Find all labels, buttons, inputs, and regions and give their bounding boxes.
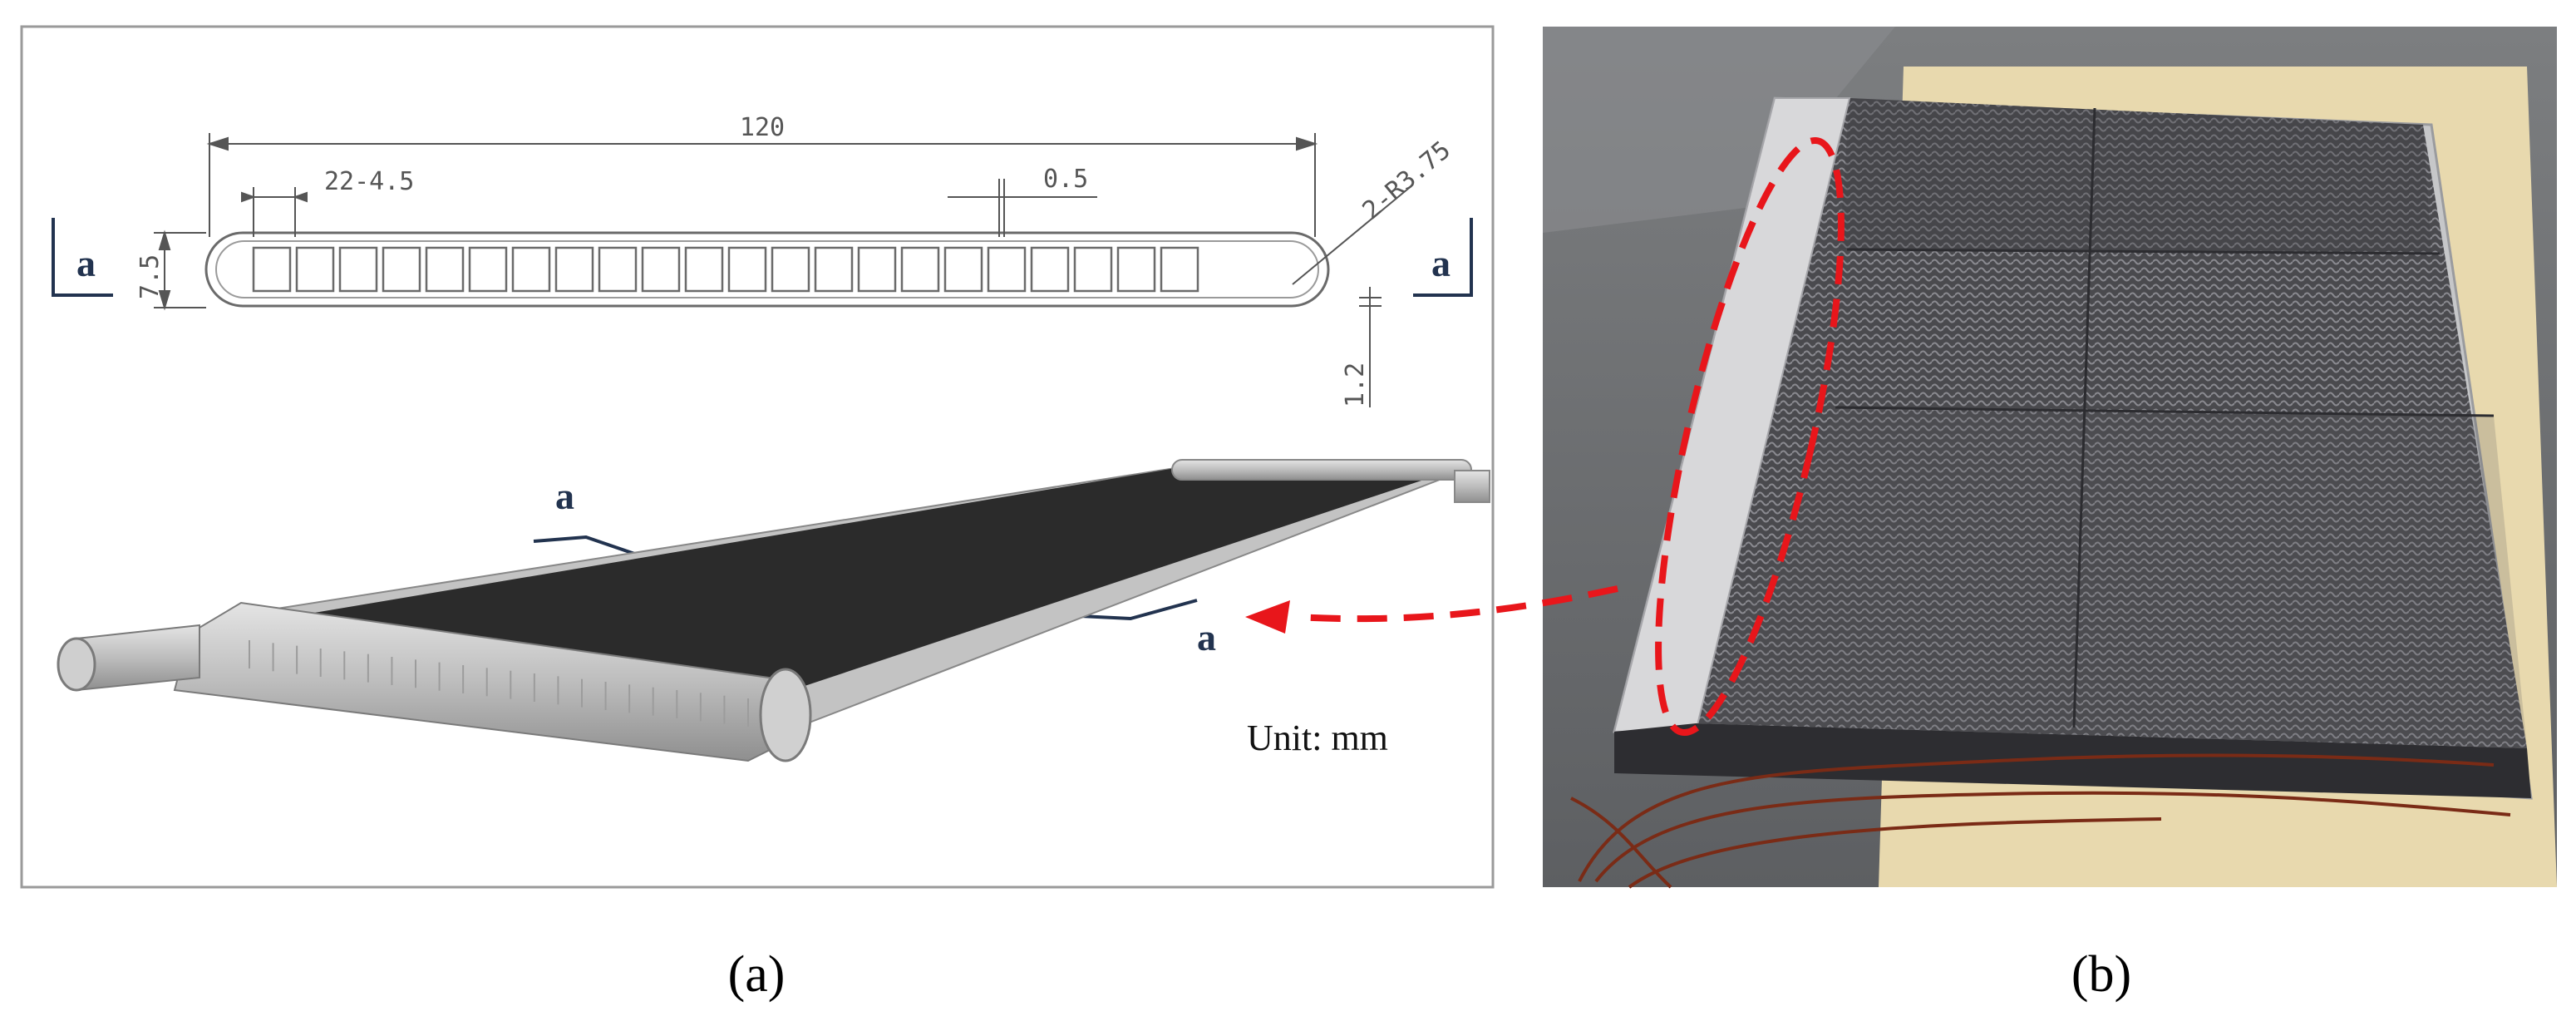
- inlet-pipe-end: [57, 637, 96, 692]
- micro-channel: [598, 246, 638, 293]
- mesh-shade-top: [1840, 98, 2431, 254]
- panel-b-photo: [1543, 27, 2557, 889]
- flat-tube-outline: [204, 231, 1330, 308]
- section-label-left: a: [76, 242, 96, 284]
- micro-channel: [511, 246, 551, 293]
- section-label-right: a: [1431, 242, 1451, 284]
- micro-channel: [943, 246, 983, 293]
- caption-a: (a): [728, 946, 786, 1003]
- micro-channel: [641, 246, 681, 293]
- dim-wall: 0.5: [1043, 165, 1088, 194]
- flat-tube-inner-outline: [215, 240, 1319, 298]
- micro-channel: [252, 246, 292, 293]
- top-header-tube: [1171, 459, 1472, 481]
- dim-channels: 22-4.5: [324, 167, 414, 196]
- panel-front-edge: [1614, 723, 2531, 798]
- dim-thickness: 1.2: [1341, 363, 1370, 407]
- caption-b: (b): [2071, 946, 2131, 1003]
- micro-channels: [252, 246, 1199, 293]
- callout-arrow: [1245, 585, 1618, 634]
- micro-channel: [987, 246, 1027, 293]
- dim-total-width: 120: [740, 113, 785, 142]
- micro-channel: [425, 246, 465, 293]
- section-label-top: a: [555, 475, 574, 517]
- bottom-header-end: [759, 668, 812, 762]
- micro-channel: [338, 246, 378, 293]
- top-outlet-pipe: [1454, 470, 1490, 503]
- micro-channel: [727, 246, 767, 293]
- section-label-bottom: a: [1197, 616, 1216, 659]
- micro-channel: [900, 246, 940, 293]
- isometric-view: [57, 459, 1490, 762]
- mesh-surface: [1696, 98, 2527, 748]
- panel-a: 120 22-4.5 0.5 2-R3.75 7.5 1.2 a a a a: [20, 25, 1495, 889]
- floor-shine: [1543, 27, 1895, 233]
- micro-channel: [857, 246, 897, 293]
- micro-channel: [1030, 246, 1070, 293]
- iso-micro-channels: [249, 640, 749, 727]
- micro-channel: [684, 246, 724, 293]
- micro-channel: [814, 246, 854, 293]
- micro-channel: [771, 246, 810, 293]
- collector-seam-2: [1846, 248, 2441, 255]
- micro-channel: [1073, 246, 1113, 293]
- dim-height: 7.5: [135, 254, 165, 299]
- collector-seam-1: [2072, 107, 2096, 728]
- micro-channel: [554, 246, 594, 293]
- highlight-ellipse: [1655, 136, 1845, 737]
- micro-channel: [295, 246, 335, 293]
- micro-channel: [468, 246, 508, 293]
- unit-label: Unit: mm: [1247, 718, 1388, 758]
- micro-channel: [1160, 246, 1199, 293]
- collector-seam-3: [1835, 406, 2495, 417]
- dimension-lines: [154, 133, 1414, 407]
- micro-channel: [382, 246, 421, 293]
- cross-section-drawing: [204, 231, 1330, 308]
- mesh-shade-bottom: [1696, 407, 2527, 748]
- micro-channel: [1116, 246, 1156, 293]
- thermocouple-wires: [1570, 753, 2511, 889]
- absorber-plate: [299, 467, 1446, 695]
